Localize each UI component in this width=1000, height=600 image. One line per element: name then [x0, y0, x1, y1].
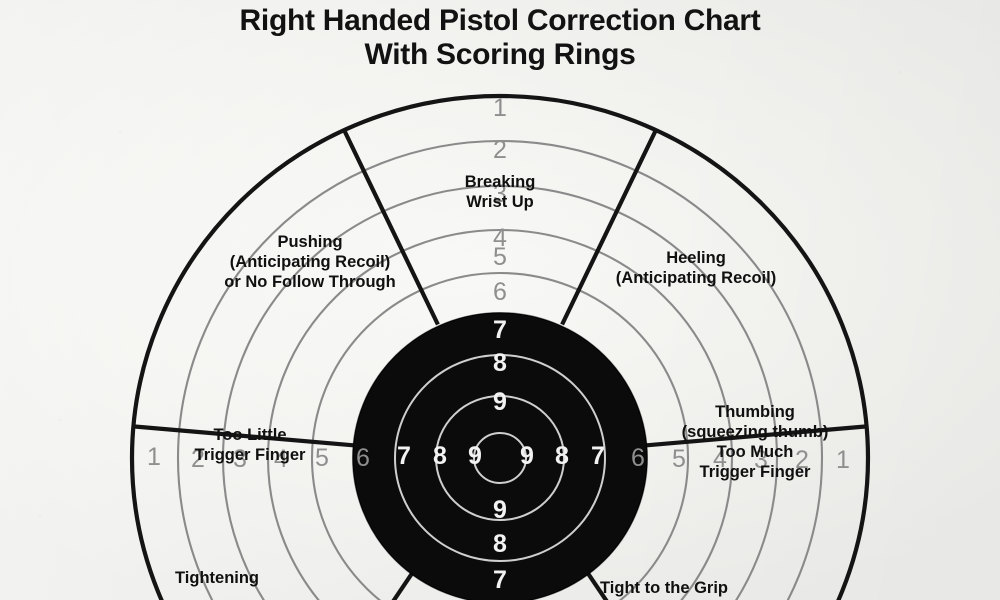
- sector-label-line: Pushing: [277, 233, 343, 251]
- sector-label-line: (Anticipating Recoil): [229, 253, 391, 271]
- chart-title-line-2: With Scoring Rings: [364, 38, 636, 71]
- chart-title-line-1: Right Handed Pistol Correction Chart: [239, 4, 761, 37]
- sector-label-line: Trigger Finger: [194, 446, 306, 464]
- black-bullseye: [352, 312, 648, 600]
- sector-label-line: Breaking: [464, 173, 536, 191]
- sector-label-breaking-wrist-up: Breaking Wrist Up: [394, 172, 606, 212]
- sector-label-line: Thumbing: [715, 403, 795, 421]
- sector-label-tight-to-the-grip: Tight to the Grip: [600, 578, 830, 598]
- sector-label-line: (squeezing thumb): [681, 423, 829, 441]
- sector-label-line: Trigger Finger: [699, 463, 811, 481]
- sector-label-thumbing: Thumbing (squeezing thumb) Too Much Trig…: [648, 402, 862, 482]
- sector-label-too-little-trigger-finger: Too Little Trigger Finger: [150, 425, 350, 465]
- sector-label-line: Tight to the Grip: [600, 579, 729, 597]
- sector-label-line: Wrist Up: [466, 193, 534, 211]
- sector-label-heeling: Heeling (Anticipating Recoil): [568, 248, 824, 288]
- sector-label-line: or No Follow Through: [224, 273, 396, 291]
- sector-label-line: Heeling: [666, 249, 726, 267]
- sector-label-line: Tightening: [175, 569, 260, 587]
- sector-label-pushing: Pushing (Anticipating Recoil) or No Foll…: [178, 232, 442, 292]
- sector-label-tightening: Tightening: [175, 568, 375, 588]
- sector-label-line: Too Little: [213, 426, 287, 444]
- sector-label-line: Too Much: [716, 443, 794, 461]
- sector-divider-lines: [133, 129, 867, 600]
- sector-label-line: (Anticipating Recoil): [615, 269, 777, 287]
- chart-title-block: Right Handed Pistol Correction Chart Wit…: [0, 4, 1000, 72]
